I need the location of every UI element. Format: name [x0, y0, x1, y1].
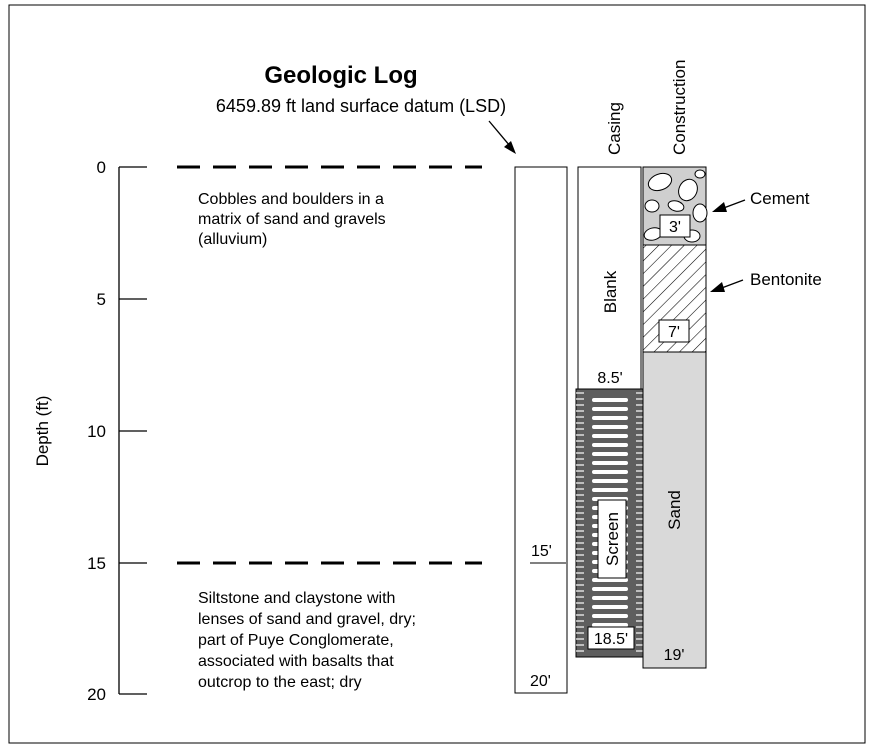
layer-description-alluvium: Cobbles and boulders in a matrix of sand… [198, 191, 386, 248]
casing-header: Casing [605, 102, 624, 155]
cement-callout-arrow [712, 199, 746, 212]
description-line: (alluvium) [198, 231, 267, 248]
borehole-column [514, 166, 568, 694]
bentonite-callout-arrow [710, 279, 744, 292]
cement-callout-label: Cement [750, 189, 810, 208]
screen-slot [592, 578, 628, 582]
screen-slot [592, 452, 628, 456]
description-line: Siltstone and claystone with [198, 590, 395, 607]
datum-arrow [488, 120, 516, 154]
blank-casing [577, 166, 642, 390]
screen-slot [592, 398, 628, 402]
figure-frame [8, 4, 866, 744]
screen-slot [592, 416, 628, 420]
description-line: matrix of sand and gravels [198, 211, 386, 228]
screen-slot [592, 605, 628, 609]
sand-pack [642, 351, 707, 669]
screen-label: Screen [603, 512, 622, 566]
screen-slot [592, 443, 628, 447]
screen-slot [592, 479, 628, 483]
screen-bottom-box [587, 626, 635, 650]
screen-slot [592, 623, 628, 627]
tick-label: 10 [87, 422, 106, 441]
screen-slot [592, 596, 628, 600]
screen-slot [592, 587, 628, 591]
bentonite-bottom-label: 7' [668, 324, 680, 341]
figure-title: Geologic Log [264, 62, 417, 89]
borehole-contact-label: 15' [531, 543, 552, 560]
borehole-bottom-label: 20' [530, 673, 551, 690]
tick-label: 20 [87, 685, 106, 704]
tick-label: 0 [97, 158, 106, 177]
axis-label: Depth (ft) [33, 396, 52, 467]
description-line: part of Puye Conglomerate, [198, 632, 394, 649]
screen-bottom-label: 18.5' [594, 631, 628, 648]
cement-bottom-label: 3' [669, 219, 681, 236]
bentonite-bottom-box [658, 319, 690, 343]
tick-label: 5 [97, 290, 106, 309]
screen-label-box [597, 499, 627, 579]
cement-bottom-box [659, 214, 691, 238]
layer-description-puye: Siltstone and claystone with lenses of s… [198, 590, 416, 691]
screen-top-label: 8.5' [597, 370, 622, 387]
cement-seal [642, 166, 708, 246]
screen-slot [592, 461, 628, 465]
bentonite-callout-label: Bentonite [750, 270, 822, 289]
screen-slot [592, 407, 628, 411]
screen-slot [592, 425, 628, 429]
description-line: outcrop to the east; dry [198, 674, 362, 691]
sand-label: Sand [665, 490, 684, 530]
screen-slot [592, 614, 628, 618]
screen-slot [592, 488, 628, 492]
datum-subtitle: 6459.89 ft land surface datum (LSD) [216, 96, 506, 116]
description-line: associated with basalts that [198, 653, 394, 670]
blank-casing-label: Blank [601, 270, 620, 313]
screen-slot [592, 470, 628, 474]
description-line: Cobbles and boulders in a [198, 191, 384, 208]
sand-bottom-label: 19' [664, 647, 685, 664]
tick-label: 15 [87, 554, 106, 573]
depth-axis: 0 5 10 15 20 Depth (ft) [33, 158, 147, 704]
screen-slot [592, 434, 628, 438]
description-line: lenses of sand and gravel, dry; [198, 611, 416, 628]
construction-header: Construction [670, 60, 689, 155]
